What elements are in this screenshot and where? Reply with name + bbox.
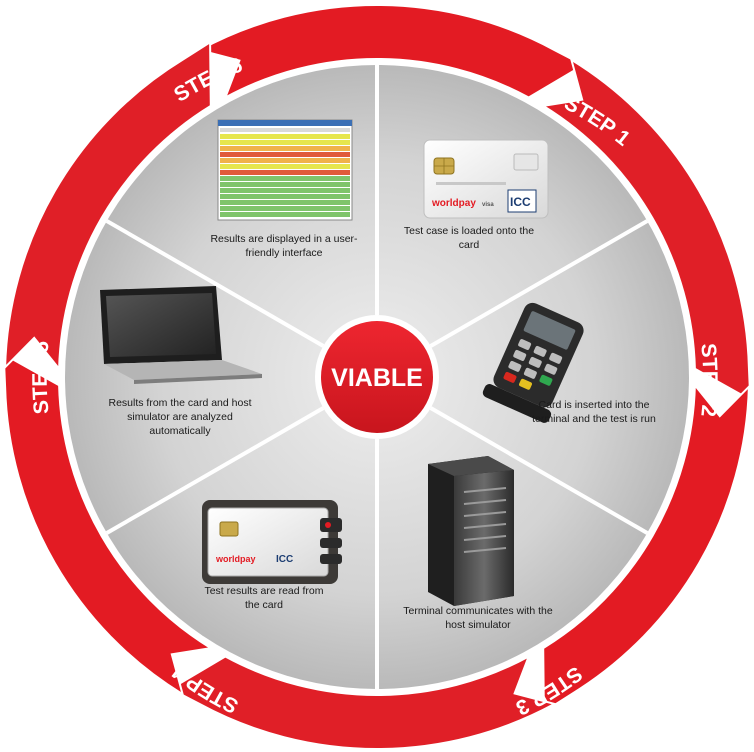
results-screen-icon <box>217 119 353 221</box>
step-3-description: Terminal communicates with the host simu… <box>403 605 553 631</box>
wheel-divider-2 <box>429 219 649 348</box>
results-row <box>220 200 350 205</box>
results-row <box>220 164 350 169</box>
step-ring <box>2 4 752 750</box>
ring-segment-6 <box>4 40 212 372</box>
step-5-description: Results from the card and host simulator… <box>108 397 252 437</box>
step-4-description: Test results are read from the card <box>204 585 324 611</box>
ring-segment-1 <box>196 4 586 100</box>
results-row <box>220 134 350 139</box>
ring-segment-3 <box>542 382 750 714</box>
results-row <box>220 158 350 163</box>
reader-card-icc: ICC <box>276 554 293 565</box>
results-row <box>220 146 350 151</box>
smart-card-icon: worldpay visa ICC <box>423 139 549 219</box>
wheel-dividers <box>105 65 649 689</box>
results-row <box>220 206 350 211</box>
card-brand-icc: ICC <box>510 195 531 209</box>
results-rows <box>220 134 350 217</box>
results-row <box>220 176 350 181</box>
reader-card-brand: worldpay <box>215 554 256 564</box>
card-brand-worldpay: worldpay <box>431 198 476 209</box>
results-row <box>220 212 350 217</box>
results-row <box>220 140 350 145</box>
server-tower-icon <box>428 456 514 606</box>
ring-segment-2 <box>540 57 752 402</box>
step-6-description: Results are displayed in a user-friendly… <box>210 233 358 259</box>
step-2-label: STEP 2 <box>696 342 721 417</box>
card-brand-sub: visa <box>482 202 494 208</box>
ring-segment-5 <box>2 352 214 697</box>
payment-terminal-icon <box>482 302 584 423</box>
step-1-description: Test case is loaded onto the card <box>403 225 535 251</box>
results-row <box>220 194 350 199</box>
step-2-description: Card is inserted into the terminal and t… <box>532 399 656 425</box>
results-row <box>220 152 350 157</box>
laptop-icon <box>100 286 262 384</box>
results-row <box>220 170 350 175</box>
step-5-label: STEP 5 <box>29 340 54 416</box>
results-row <box>220 188 350 193</box>
center-label: VIABLE <box>331 364 423 392</box>
wheel-divider-6 <box>105 219 325 348</box>
wheel-divider-3 <box>429 406 649 535</box>
center-circle <box>321 321 433 433</box>
wheel-divider-5 <box>105 406 325 535</box>
ring-segment-4 <box>168 654 558 750</box>
results-row <box>220 182 350 187</box>
card-reader-icon: worldpay ICC <box>202 500 342 584</box>
